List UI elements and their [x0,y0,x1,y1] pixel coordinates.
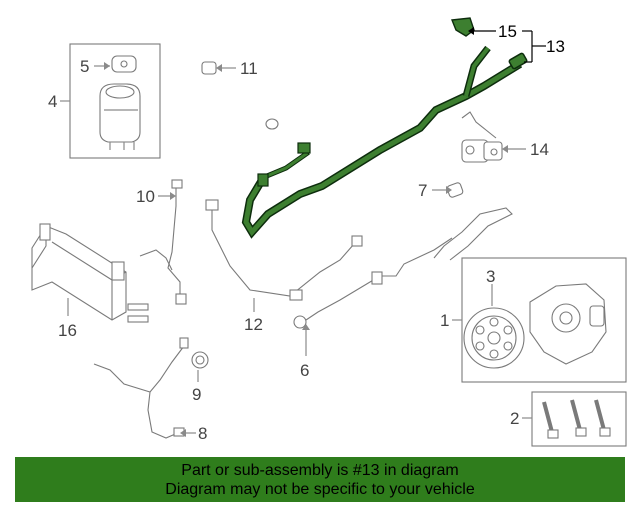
callout-7: 7 [418,181,427,200]
callout-10: 10 [136,187,155,206]
cooler-part-16[interactable] [31,223,149,323]
callout-9: 9 [192,385,201,404]
callout-1: 1 [440,311,449,330]
line-part-6[interactable] [293,237,453,329]
hose-part-12[interactable] [205,199,363,301]
reservoir-cap-ring [105,85,135,99]
banner-line-1: Part or sub-assembly is #13 in diagram [181,462,459,479]
callout-16: 16 [58,321,77,340]
reservoir-group[interactable] [69,43,161,159]
callout-4: 4 [48,92,57,111]
banner-line-2: Diagram may not be specific to your vehi… [165,481,475,498]
callout-5: 5 [80,57,89,76]
callout-12: 12 [244,315,263,334]
callout-6: 6 [300,361,309,380]
return-hose-part-11[interactable] [201,61,279,142]
callout-8: 8 [198,424,207,443]
pressure-hose-part-13[interactable] [241,45,528,239]
callout-11: 11 [240,59,258,78]
callout-14: 14 [530,140,549,159]
valve-part-14[interactable] [461,111,503,163]
callout-15: 15 [498,22,517,41]
diagram-note-banner: Part or sub-assembly is #13 in diagram D… [15,457,625,502]
reservoir-body [99,83,141,143]
cap-part-7[interactable] [446,182,464,198]
callout-2: 2 [510,409,519,428]
tube-part-10[interactable] [139,179,187,305]
bolts-part-2[interactable] [531,391,627,447]
power-steering-diagram: 4 5 11 15 13 14 [31,17,627,447]
tube-part-8[interactable] [93,337,189,439]
seal-part-9[interactable] [191,351,209,369]
callout-13: 13 [546,37,565,56]
clip-part-15[interactable] [451,17,475,37]
callout-3: 3 [486,267,495,286]
pulley-part-3 [463,307,525,369]
reservoir-cap[interactable] [111,55,137,73]
